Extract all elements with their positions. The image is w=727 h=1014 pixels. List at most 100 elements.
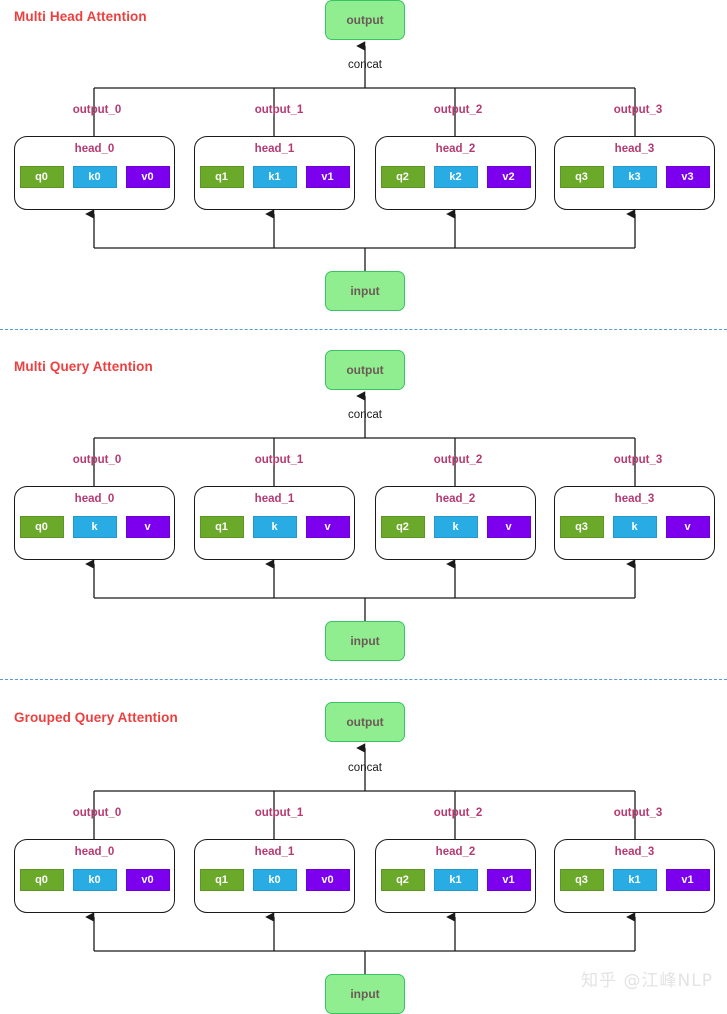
v-cell: v0 <box>125 869 170 891</box>
output-label: output_1 <box>254 807 304 819</box>
input-box: input <box>325 974 405 1014</box>
section-multi-query-attention: Multi Query Attention output concat outp… <box>0 350 727 680</box>
k-cell: k3 <box>612 166 657 188</box>
v-cell: v <box>305 516 350 538</box>
v-cell: v1 <box>305 166 350 188</box>
q-cell: q1 <box>199 869 244 891</box>
head-label: head_3 <box>614 143 655 155</box>
qkv-row: q3 k1 v1 <box>555 869 714 891</box>
v-cell: v3 <box>665 166 710 188</box>
input-box: input <box>325 271 405 311</box>
qkv-row: q3 k v <box>555 516 714 538</box>
v-cell: v1 <box>486 869 531 891</box>
output-label: output_0 <box>72 807 122 819</box>
output-box: output <box>325 702 405 742</box>
qkv-row: q1 k0 v0 <box>195 869 354 891</box>
v-cell: v2 <box>486 166 531 188</box>
head-label: head_3 <box>614 846 655 858</box>
output-label: output_2 <box>433 454 483 466</box>
section-wires <box>85 391 636 621</box>
section-divider <box>0 679 727 681</box>
section-title: Multi Query Attention <box>14 359 153 374</box>
output-label: output_2 <box>433 807 483 819</box>
v-cell: v0 <box>305 869 350 891</box>
output-label: output_0 <box>72 454 122 466</box>
head-label: head_0 <box>74 493 115 505</box>
output-label: output_1 <box>254 454 304 466</box>
head-label: head_0 <box>74 846 115 858</box>
k-cell: k0 <box>252 869 297 891</box>
head-box: head_3 q3 k3 v3 <box>554 136 715 210</box>
v-cell: v0 <box>125 166 170 188</box>
q-cell: q0 <box>19 516 64 538</box>
k-cell: k1 <box>252 166 297 188</box>
qkv-row: q2 k1 v1 <box>376 869 535 891</box>
qkv-row: q1 k v <box>195 516 354 538</box>
qkv-row: q2 k2 v2 <box>376 166 535 188</box>
head-box: head_0 q0 k0 v0 <box>14 839 175 913</box>
head-box: head_2 q2 k v <box>375 486 536 560</box>
head-label: head_2 <box>435 846 476 858</box>
q-cell: q1 <box>199 516 244 538</box>
head-box: head_2 q2 k2 v2 <box>375 136 536 210</box>
head-label: head_1 <box>254 846 295 858</box>
q-cell: q2 <box>380 869 425 891</box>
qkv-row: q1 k1 v1 <box>195 166 354 188</box>
section-grouped-query-attention: Grouped Query Attention output concat ou… <box>0 701 727 1014</box>
q-cell: q1 <box>199 166 244 188</box>
head-label: head_0 <box>74 143 115 155</box>
q-cell: q0 <box>19 166 64 188</box>
output-label: output_0 <box>72 104 122 116</box>
section-multi-head-attention: Multi Head Attention output concat <box>0 0 727 330</box>
head-label: head_2 <box>435 143 476 155</box>
head-box: head_3 q3 k1 v1 <box>554 839 715 913</box>
output-box: output <box>325 0 405 40</box>
output-box: output <box>325 350 405 390</box>
head-box: head_0 q0 k v <box>14 486 175 560</box>
k-cell: k <box>72 516 117 538</box>
k-cell: k0 <box>72 869 117 891</box>
k-cell: k0 <box>72 166 117 188</box>
q-cell: q2 <box>380 516 425 538</box>
output-label: output_3 <box>613 807 663 819</box>
section-title: Multi Head Attention <box>14 9 147 24</box>
input-box: input <box>325 621 405 661</box>
v-cell: v1 <box>665 869 710 891</box>
head-label: head_1 <box>254 493 295 505</box>
head-box: head_2 q2 k1 v1 <box>375 839 536 913</box>
output-label: output_2 <box>433 104 483 116</box>
qkv-row: q0 k0 v0 <box>15 166 174 188</box>
k-cell: k <box>252 516 297 538</box>
q-cell: q2 <box>380 166 425 188</box>
head-label: head_2 <box>435 493 476 505</box>
k-cell: k1 <box>433 869 478 891</box>
k-cell: k1 <box>612 869 657 891</box>
k-cell: k2 <box>433 166 478 188</box>
k-cell: k <box>612 516 657 538</box>
output-label: output_3 <box>613 454 663 466</box>
v-cell: v <box>665 516 710 538</box>
k-cell: k <box>433 516 478 538</box>
head-box: head_3 q3 k v <box>554 486 715 560</box>
output-label: output_3 <box>613 104 663 116</box>
q-cell: q3 <box>559 516 604 538</box>
watermark: 知乎 @江峰NLP <box>581 971 713 991</box>
v-cell: v <box>486 516 531 538</box>
head-label: head_1 <box>254 143 295 155</box>
head-box: head_1 q1 k1 v1 <box>194 136 355 210</box>
section-divider <box>0 329 727 331</box>
head-box: head_1 q1 k v <box>194 486 355 560</box>
qkv-row: q0 k v <box>15 516 174 538</box>
section-wires <box>85 743 636 974</box>
q-cell: q3 <box>559 166 604 188</box>
section-title: Grouped Query Attention <box>14 710 178 725</box>
head-box: head_0 q0 k0 v0 <box>14 136 175 210</box>
qkv-row: q2 k v <box>376 516 535 538</box>
q-cell: q3 <box>559 869 604 891</box>
v-cell: v <box>125 516 170 538</box>
qkv-row: q3 k3 v3 <box>555 166 714 188</box>
output-label: output_1 <box>254 104 304 116</box>
section-wires <box>85 41 636 271</box>
head-label: head_3 <box>614 493 655 505</box>
